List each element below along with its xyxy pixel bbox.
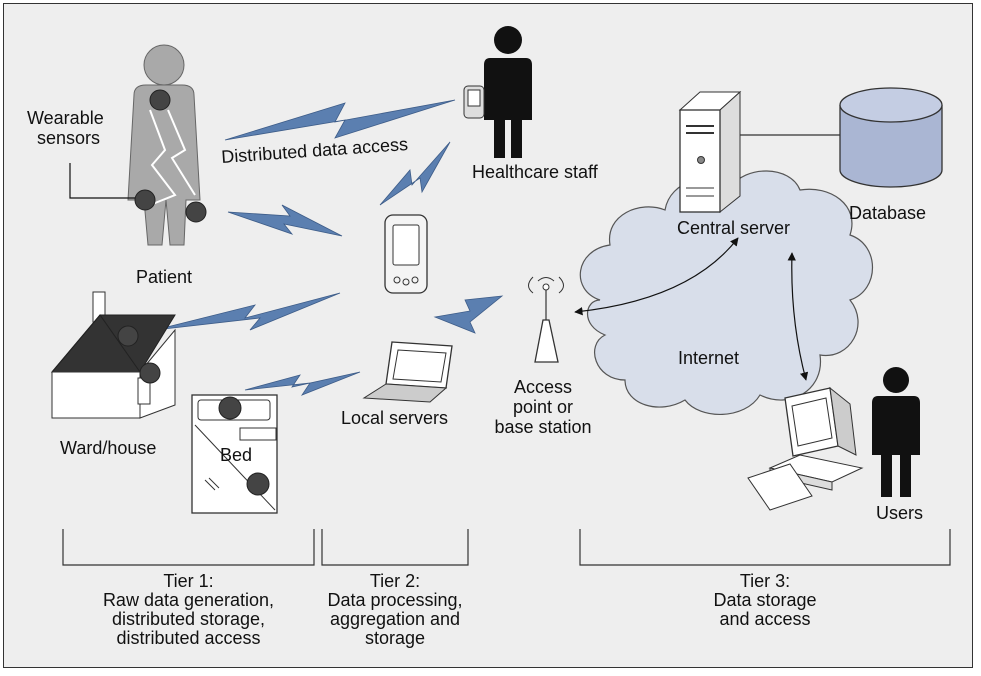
access-point-label-line3: base station [494,417,592,437]
tier2-bracket [321,529,469,566]
tier3-line1: Data storage [713,590,817,610]
tier1-line1: Raw data generation, [102,590,275,610]
access-point-label: Access point or base station [488,377,598,437]
tier3-caption: Tier 3: Data storage and access [580,572,950,629]
access-point-icon [528,276,564,363]
wireless-bolt-icon [227,204,343,237]
tier1-title: Tier 1: [163,571,214,591]
tier2-caption: Tier 2: Data processing, aggregation and… [312,572,478,648]
sensor-dot [149,89,171,111]
user-figure [872,367,920,497]
patient-label: Patient [136,267,193,287]
central-server-label: Central server [677,218,791,238]
wearable-sensors-label-line2: sensors [37,128,101,148]
database-label: Database [849,203,927,223]
computer-icon [747,386,864,511]
tier1-bracket [62,529,315,566]
access-point-label-line2: point or [512,397,574,417]
local-servers-label: Local servers [341,408,449,428]
arrow-server-to-users [787,252,809,381]
handheld-device-icon [384,214,428,294]
sensor-dot [185,201,207,223]
wireless-bolt-icon [433,295,504,334]
internet-label: Internet [678,348,740,368]
sensor-dot [218,396,242,420]
tier2-line2: aggregation and [329,609,461,629]
tier2-line3: storage [364,628,426,648]
wireless-links [154,99,504,396]
tier2-title: Tier 2: [369,571,421,591]
arrow-access-point-to-server [574,237,739,316]
access-point-label-line1: Access [513,377,573,397]
sensor-dot [246,472,270,496]
ward-house-label: Ward/house [60,438,157,458]
tier3-title: Tier 3: [739,571,791,591]
sensor-dot [139,362,161,384]
wireless-bolt-icon [379,141,451,206]
central-server-icon [678,90,742,214]
pda-icon [463,85,485,119]
wireless-bolt-icon [154,292,341,331]
laptop-icon [362,341,453,403]
wearable-sensors-label: Wearable sensors [27,108,104,148]
bed-label: Bed [220,445,253,465]
users-label: Users [876,503,924,523]
tier2-line1: Data processing, [327,590,463,610]
wireless-bolt-icon [224,99,456,141]
house-icon [50,291,176,419]
healthcare-staff-figure [484,26,532,158]
tier1-caption: Tier 1: Raw data generation, distributed… [63,572,314,648]
tier1-line3: distributed access [116,628,261,648]
sensor-dot [134,189,156,211]
tier1-line2: distributed storage, [111,609,266,629]
sensor-dot [117,325,139,347]
sensor-pointer [69,163,135,199]
tier3-line2: and access [719,609,811,629]
healthcare-staff-label: Healthcare staff [472,162,598,182]
wireless-bolt-icon [244,371,361,396]
wearable-sensors-label-line1: Wearable [27,108,104,128]
tier3-bracket [579,529,951,566]
database-icon [839,87,943,188]
